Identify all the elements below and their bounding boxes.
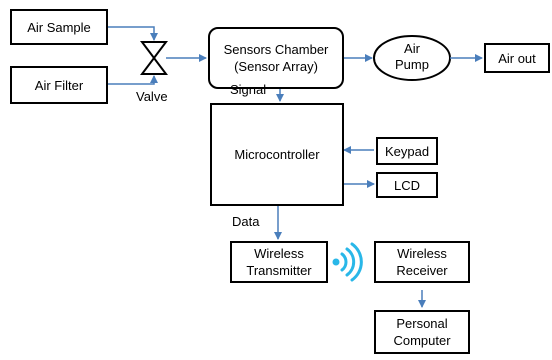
air-pump-label-line2: Pump <box>395 57 429 72</box>
signal-label: Signal <box>230 82 267 97</box>
air-sample-box: Air Sample <box>10 9 108 45</box>
wireless-transmitter-label-line2: Transmitter <box>246 263 312 278</box>
arrow-air-sample-to-valve <box>108 26 158 41</box>
sensors-chamber-label-line1: Sensors Chamber <box>223 42 329 57</box>
air-filter-box: Air Filter <box>10 66 108 104</box>
personal-computer-box: Personal Computer <box>374 310 470 354</box>
wireless-signal-icon <box>332 242 363 282</box>
valve-label: Valve <box>136 89 168 104</box>
wireless-receiver-label-line1: Wireless <box>397 246 447 261</box>
air-out-label: Air out <box>498 50 536 66</box>
air-pump-label-line1: Air <box>404 41 420 56</box>
valve-icon <box>140 41 168 75</box>
wireless-receiver-box: Wireless Receiver <box>374 241 470 283</box>
arrow-air-filter-to-valve <box>108 75 158 85</box>
lcd-box: LCD <box>376 172 438 198</box>
data-label: Data <box>232 214 260 229</box>
air-out-box: Air out <box>484 43 550 73</box>
microcontroller-label: Microcontroller <box>234 147 320 162</box>
sensors-chamber-label-line2: (Sensor Array) <box>234 59 318 74</box>
lcd-label: LCD <box>393 177 420 193</box>
air-pump-label: Air Pump <box>374 41 450 73</box>
wireless-transmitter-box: Wireless Transmitter <box>230 241 328 283</box>
air-sample-label: Air Sample <box>27 19 91 35</box>
keypad-label: Keypad <box>384 143 430 159</box>
wireless-transmitter-label-line1: Wireless <box>254 246 304 261</box>
sensors-chamber-box: Sensors Chamber (Sensor Array) <box>208 27 344 89</box>
wireless-receiver-label-line2: Receiver <box>396 263 448 278</box>
microcontroller-box: Microcontroller <box>210 103 344 206</box>
keypad-box: Keypad <box>376 137 438 165</box>
air-filter-label: Air Filter <box>34 77 84 93</box>
personal-computer-label-line2: Computer <box>393 333 451 348</box>
personal-computer-label-line1: Personal <box>396 316 448 331</box>
